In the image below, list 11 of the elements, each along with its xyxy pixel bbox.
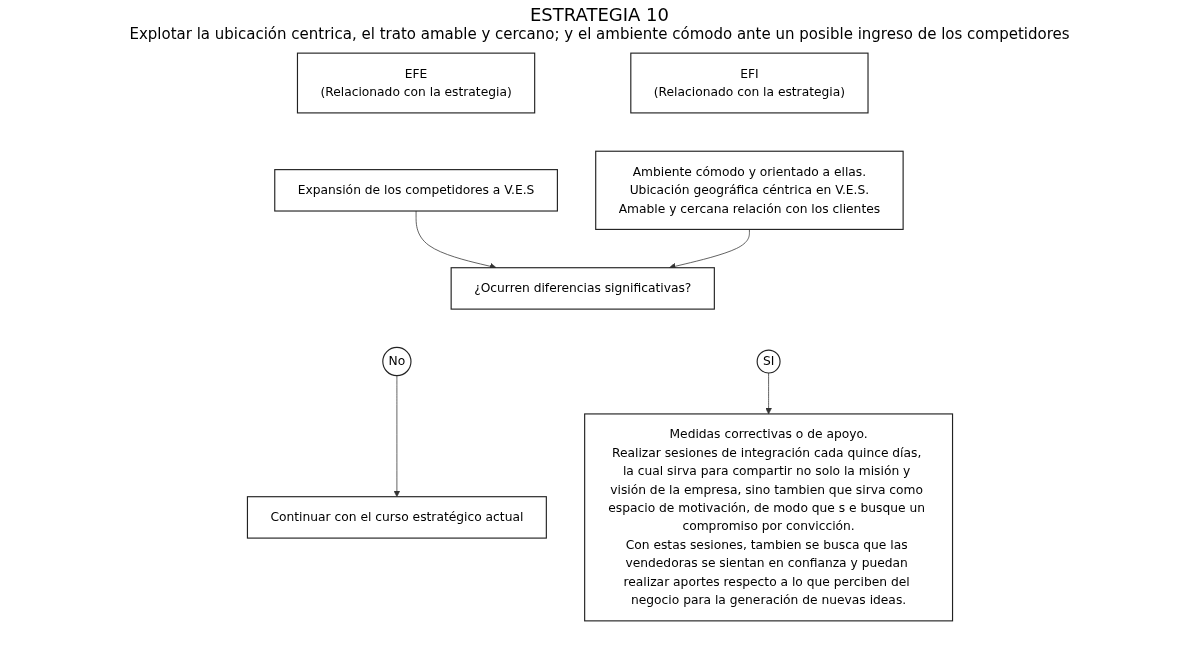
node-box: Ambiente cómodo y orientado a ellas. Ubicación geográfica céntrica en V.E.S. Amable y cercana relación con los clientes xyxy=(594,150,904,230)
node-box: EFE (Relacionado con la estrategia) xyxy=(296,52,535,114)
subtitle-text: Explotar la ubicación centrica, el trato amable y cercano; y el ambiente cómodo ante un posible ingreso de los competidores xyxy=(128,25,1071,43)
node-box: Expansión de los competidores a V.E.S xyxy=(273,169,558,212)
node-box: Medidas correctivas o de apoyo. Realizar sesiones de integración cada quince días, la cual sirva para compartir no solo la misión y visión de la empresa, sino tambien que sirva como espacio de motivación, de modo que s e busque un compromiso por convicción. Con estas sesiones, tambien se busca que las vendedoras se sientan en confianza y puedan realizar aportes respecto a lo que perciben del negocio para la generación de nuevas ideas. xyxy=(583,413,953,622)
node-circle: No xyxy=(381,346,412,377)
diagram-title: ESTRATEGIA 10 xyxy=(528,4,671,25)
node-circle: SI xyxy=(756,349,781,374)
node-box: Continuar con el curso estratégico actual xyxy=(246,496,547,539)
node-box: ¿Ocurren diferencias significativas? xyxy=(450,267,715,310)
node-box: EFI (Relacionado con la estrategia) xyxy=(629,52,869,114)
